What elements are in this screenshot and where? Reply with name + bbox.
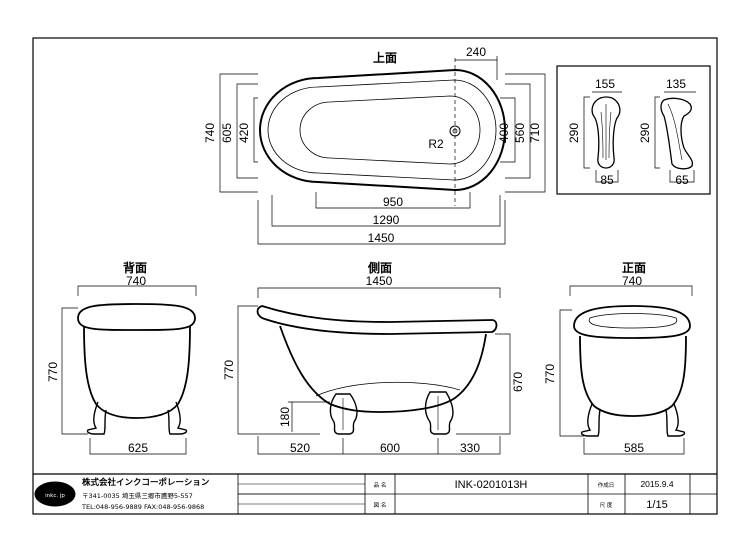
side-dim-600: 600 [380, 441, 400, 455]
front-body [579, 335, 687, 417]
front-foot-right-icon [665, 403, 686, 437]
side-rim [256, 305, 498, 335]
company-contact: TEL:048-956-9889 FAX:048-956-9868 [81, 503, 204, 511]
side-dim-520: 520 [290, 441, 310, 455]
product-name-label: 品 名 [374, 481, 387, 489]
front-foot-left-icon [580, 403, 601, 437]
back-view: 背面 740 770 625 [46, 260, 197, 455]
feet-detail: 155 290 85 135 290 65 [556, 65, 711, 195]
top-view-label: 上面 [373, 50, 397, 65]
date-value: 2015.9.4 [640, 479, 673, 489]
dim-290-b: 290 [638, 123, 652, 143]
dim-155: 155 [595, 77, 615, 91]
radius-label: R2 [428, 137, 444, 151]
tub-inner-rim [267, 79, 497, 181]
front-view-label: 正面 [622, 261, 646, 275]
side-body [279, 325, 487, 413]
dim-65: 65 [675, 173, 689, 187]
front-rim [573, 305, 691, 339]
back-view-label: 背面 [123, 260, 147, 275]
company-address: 〒341-0035 埼玉県三郷市鷹野5-557 [82, 491, 193, 500]
front-foot-icon [591, 96, 621, 169]
dim-1290: 1290 [373, 213, 400, 227]
dim-240: 240 [466, 45, 486, 59]
sheet-border [32, 37, 718, 515]
tub-basin [299, 95, 481, 165]
dim-740: 740 [203, 123, 217, 143]
back-foot-right-icon [167, 401, 188, 435]
drain-icon [449, 125, 461, 137]
dim-85: 85 [600, 173, 614, 187]
front-dim-740: 740 [622, 274, 642, 288]
dim-710: 710 [528, 123, 542, 143]
top-view: 上面 R2 240 740 605 420 400 560 710 950 12… [203, 45, 546, 245]
drawing-name-label: 図 名 [374, 501, 387, 509]
dim-560: 560 [513, 123, 527, 143]
front-view: 正面 740 770 585 [543, 261, 693, 455]
tub-outer-rim [259, 68, 506, 192]
company-logo [34, 481, 76, 507]
front-dim-770: 770 [543, 364, 557, 384]
side-dim-1450: 1450 [366, 274, 393, 288]
dim-400: 400 [497, 123, 511, 143]
dim-950: 950 [383, 195, 403, 209]
back-rim [77, 303, 196, 331]
side-dim-180: 180 [278, 407, 292, 427]
dim-135: 135 [666, 77, 686, 91]
date-label: 作成日 [598, 481, 615, 489]
scale-label: 尺 度 [600, 501, 613, 509]
side-view: 側面 1450 770 180 670 520 600 330 [222, 260, 525, 455]
side-foot-left-icon [329, 393, 358, 435]
feet-detail-frame [556, 65, 711, 195]
front-dim-585: 585 [624, 441, 644, 455]
company-logo-text: inkc. jp [45, 493, 65, 499]
back-dim-740: 740 [126, 274, 146, 288]
front-rim-inner [588, 313, 678, 329]
back-dim-625: 625 [128, 441, 148, 455]
side-dim-770: 770 [222, 360, 236, 380]
dim-605: 605 [220, 123, 234, 143]
scale-value: 1/15 [646, 499, 667, 511]
side-foot-icon [660, 97, 694, 170]
product-name: INK-0201013H [455, 479, 528, 491]
dim-1450-top: 1450 [368, 231, 395, 245]
side-foot-right-icon [424, 391, 454, 435]
title-block: inkc. jp 株式会社インクコーポレーション 〒341-0035 埼玉県三郷… [33, 473, 717, 514]
back-foot-left-icon [86, 401, 107, 435]
company-name: 株式会社インクコーポレーション [82, 477, 210, 488]
side-view-label: 側面 [367, 260, 392, 275]
dim-420: 420 [237, 123, 251, 143]
dim-290-a: 290 [567, 123, 581, 143]
side-dim-670: 670 [511, 372, 525, 392]
back-dim-770: 770 [46, 362, 60, 382]
side-dim-330: 330 [460, 441, 480, 455]
back-body [83, 325, 191, 419]
